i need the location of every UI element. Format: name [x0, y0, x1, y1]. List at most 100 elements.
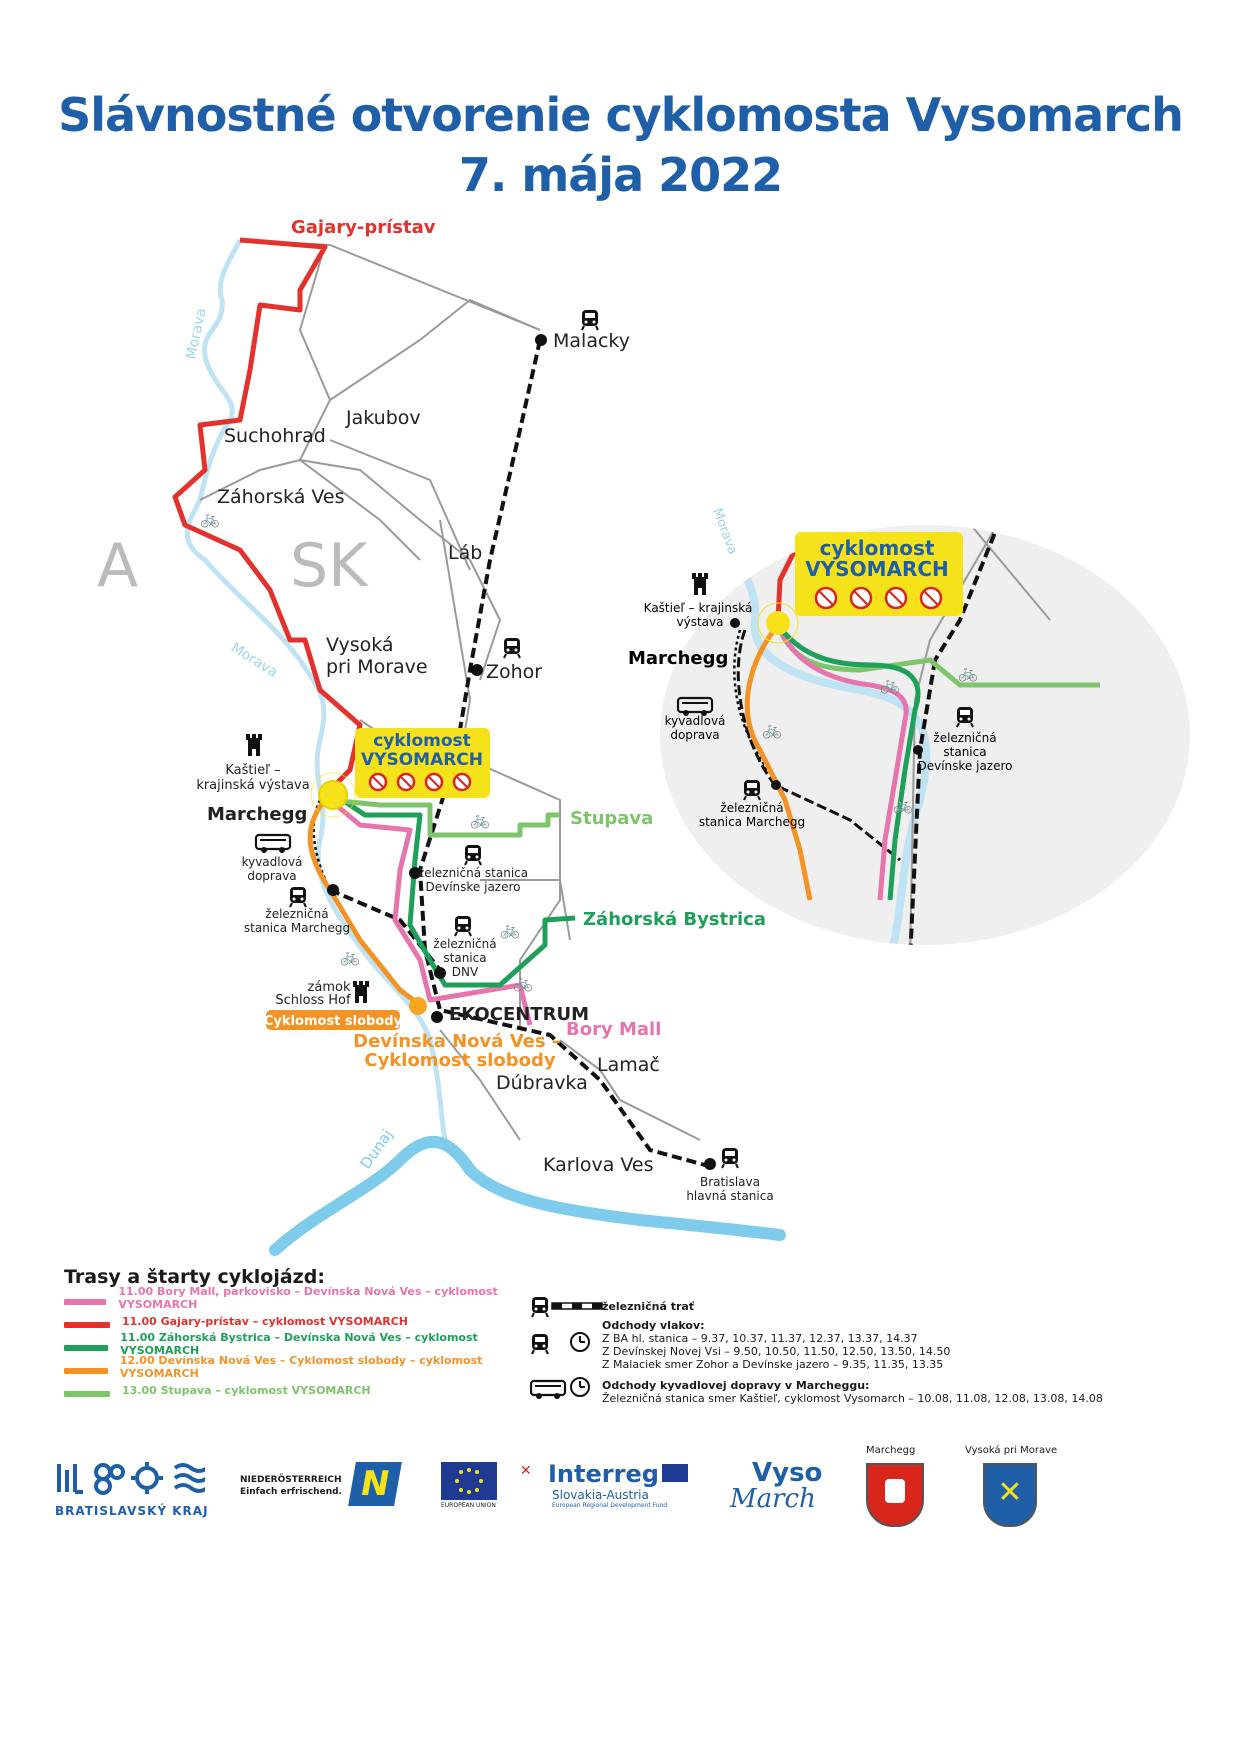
label-castle: zámok — [308, 980, 351, 995]
eu-flag-icon — [441, 1462, 497, 1500]
bridge-box: cyklomost VYSOMARCH — [355, 728, 490, 798]
bike-icon: 🚲 — [340, 947, 360, 966]
place-zahorska-bystrica: Záhorská Bystrica — [583, 909, 766, 930]
route-green — [333, 792, 576, 988]
train-icon — [503, 637, 521, 659]
noe-name: NIEDERÖSTERREICH — [240, 1475, 342, 1485]
country-austria: A — [97, 531, 138, 601]
bsk-logo: BRATISLAVSKÝ KRAJ — [55, 1460, 209, 1518]
label-station-jazero: železničná stanica — [418, 866, 528, 880]
train-icon — [454, 915, 472, 937]
legend-route-red: 11.00 Gajary-prístav – cyklomost VYSOMAR… — [64, 1311, 408, 1331]
interreg-logo: Interreg Slovakia-Austria European Regio… — [520, 1460, 667, 1509]
svg-text:🚲: 🚲 — [958, 663, 978, 682]
bike-icon: 🚲 — [513, 973, 533, 992]
svg-text:🚲: 🚲 — [762, 720, 782, 739]
eu-name: EUROPEAN UNION — [441, 1502, 496, 1509]
label-station-marchegg-2: stanica Marchegg — [244, 921, 350, 935]
vysomarch-logo: Vyso March — [730, 1458, 823, 1512]
inset-map: 🚲 🚲 🚲 🚲 🚲 cyklomost VYSOMARCH Morava Kaš… — [628, 506, 1190, 945]
bike-icon: 🚲 — [500, 920, 520, 939]
inset-bridge-line2: VYSOMARCH — [805, 557, 949, 581]
river-dunaj — [269, 1136, 786, 1256]
train-icon — [289, 886, 307, 908]
eu-flag-small-icon — [662, 1464, 688, 1482]
label-castle-2: Schloss Hof — [275, 993, 351, 1008]
shuttle-departure: Železničná stanica smer Kaštieľ, cyklomo… — [602, 1392, 1103, 1405]
interreg-mark-icon: ✕ — [520, 1463, 532, 1479]
place-jakubov: Jakubov — [345, 407, 421, 429]
legend: Trasy a štarty cyklojázd: — [64, 1266, 1202, 1598]
rail-legend-icons — [530, 1296, 603, 1401]
place-marchegg: Marchegg — [207, 804, 307, 825]
bike-icon: 🚲 — [470, 810, 490, 829]
label-station-dnv: železničná — [433, 937, 496, 951]
route-red — [172, 237, 363, 792]
label-station-dnv-3: DNV — [452, 965, 479, 979]
interreg-fund: European Regional Development Fund — [552, 1502, 668, 1509]
label-station-ba: Bratislava — [700, 1175, 760, 1189]
place-vysoka-2: pri Morave — [326, 656, 428, 678]
place-suchohrad: Suchohrad — [224, 425, 326, 447]
route-orange — [307, 798, 422, 1007]
marchegg-coat-of-arms-icon — [866, 1463, 924, 1527]
label-shuttle: kyvadlová — [242, 855, 303, 869]
inset-station-marchegg-2: stanica Marchegg — [699, 815, 805, 829]
place-kastiel: Kaštieľ – — [225, 763, 280, 778]
label-station-jazero-2: Devínske jazero — [425, 880, 520, 894]
legend-route-pink: 11.00 Bory Mall, parkovisko – Devínska N… — [64, 1285, 544, 1311]
label-station-marchegg: železničná — [265, 907, 328, 921]
legend-route-text: 13.00 Stupava – cyklomost VYSOMARCH — [122, 1383, 371, 1397]
cyklomost-slobody-badge: Cyklomost slobody — [264, 1014, 403, 1029]
partner-logos — [0, 1610, 1241, 1730]
vysoka-label: Vysoká pri Morave — [965, 1445, 1058, 1456]
vysoka-coat-of-arms-icon: ✕ — [983, 1463, 1037, 1527]
label-shuttle-2: doprava — [247, 869, 296, 883]
inset-kastiel: Kaštieľ – krajinská — [644, 601, 753, 615]
trains-title: Odchody vlakov: — [602, 1319, 705, 1332]
river-morava — [184, 238, 448, 1141]
interreg-name: Interreg — [548, 1460, 659, 1488]
bike-icon: 🚲 — [200, 509, 220, 528]
inset-river-label: Morava — [709, 506, 740, 556]
bsk-emblem — [57, 1462, 209, 1495]
train-departure: Z Malaciek smer Zohor a Devínske jazero … — [602, 1358, 944, 1371]
route-lightgreen — [329, 797, 560, 838]
noe-logo: NIEDERÖSTERREICH Einfach erfrischend. — [240, 1474, 342, 1498]
legend-route-text: 11.00 Bory Mall, parkovisko – Devínska N… — [118, 1285, 498, 1311]
inset-station-jazero-2: stanica — [943, 745, 986, 759]
place-karlova-ves: Karlova Ves — [543, 1154, 654, 1176]
place-zohor: Zohor — [486, 661, 542, 683]
train-icon — [721, 1147, 739, 1169]
rail-legend: železničná trať Odchody vlakov: Z BA hl.… — [602, 1300, 1103, 1405]
train-icon — [464, 844, 482, 866]
rail-track-label: železničná trať — [602, 1300, 695, 1313]
inset-kastiel-2: výstava — [677, 615, 724, 629]
legend-route-lightgreen: 13.00 Stupava – cyklomost VYSOMARCH — [64, 1380, 371, 1400]
train-icon — [581, 309, 599, 331]
place-kastiel-2: krajinská výstava — [196, 778, 309, 793]
inset-station-jazero: železničná — [933, 731, 996, 745]
legend-route-text: 11.00 Gajary-prístav – cyklomost VYSOMAR… — [122, 1314, 409, 1328]
vyso-text: Vyso — [752, 1458, 823, 1488]
inset-bridge-line1: cyklomost — [820, 536, 935, 560]
bsk-name: BRATISLAVSKÝ KRAJ — [55, 1504, 209, 1518]
svg-text:🚲: 🚲 — [880, 675, 900, 694]
place-gajary: Gajary-prístav — [291, 217, 436, 238]
place-dubravka: Dúbravka — [496, 1072, 588, 1094]
country-slovakia: SK — [290, 531, 369, 601]
place-dnv: Devínska Nová Ves – — [353, 1031, 561, 1052]
legend-route-orange: 12.00 Devínska Nová Ves – Cyklomost slob… — [64, 1354, 544, 1380]
place-ekocentrum: EKOCENTRUM — [449, 1004, 589, 1025]
legend-heading: Trasy a štarty cyklojázd: — [64, 1266, 325, 1288]
roads — [199, 239, 701, 1141]
march-text: March — [730, 1484, 816, 1514]
railway — [417, 339, 706, 1167]
place-zahorska-ves: Záhorská Ves — [217, 486, 345, 508]
legend-swatch — [64, 1299, 107, 1305]
noe-n-icon: N — [348, 1462, 402, 1506]
marchegg-label: Marchegg — [866, 1445, 916, 1456]
train-departure: Z BA hl. stanica – 9.37, 10.37, 11.37, 1… — [602, 1332, 918, 1345]
inset-marchegg: Marchegg — [628, 648, 728, 669]
